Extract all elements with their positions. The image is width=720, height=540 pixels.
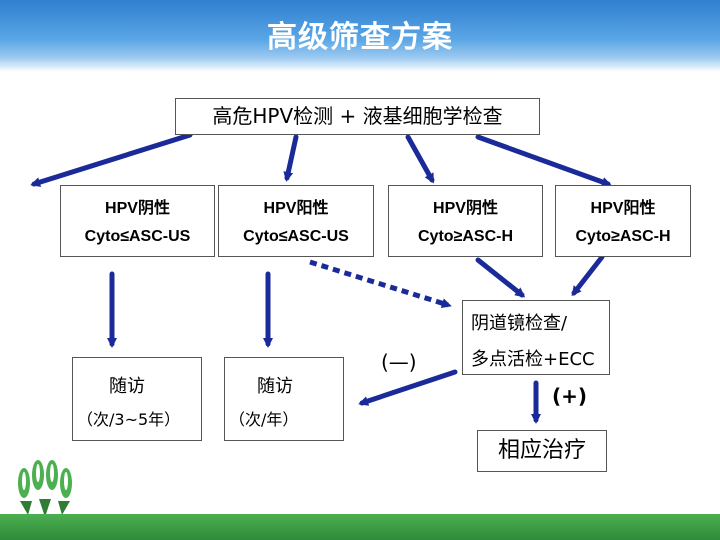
title-band bbox=[0, 0, 720, 72]
test-box: 高危HPV检测 + 液基细胞学检查 bbox=[175, 98, 540, 135]
followup-1-interval: （次/3~5年） bbox=[77, 410, 181, 429]
colposcopy-line-2: 多点活检+ECC bbox=[471, 349, 595, 370]
followup-box-2: 随访 （次/年） bbox=[224, 357, 344, 441]
arrow-top-to-cond-2 bbox=[283, 134, 299, 182]
arrow-top-to-cond-3 bbox=[405, 134, 435, 184]
followup-2-interval: （次/年） bbox=[229, 410, 299, 429]
followup-2-label: 随访 bbox=[257, 376, 293, 397]
followup-1-label: 随访 bbox=[109, 376, 145, 397]
bottom-bar bbox=[0, 514, 720, 540]
followup-box-1: 随访 （次/3~5年） bbox=[72, 357, 202, 441]
arrow-cond-2-to-colposcopy-dashed bbox=[309, 259, 452, 308]
positive-result-label: (+) bbox=[552, 384, 588, 408]
condition-2-hpv: HPV阳性 bbox=[263, 200, 329, 217]
colposcopy-line-1: 阴道镜检查/ bbox=[471, 313, 568, 334]
condition-1-hpv: HPV阴性 bbox=[105, 200, 170, 217]
condition-box-3: HPV阴性 Cyto≥ASC-H bbox=[388, 185, 543, 257]
page-title: 高级筛查方案 bbox=[267, 20, 453, 55]
negative-result-label: (—) bbox=[381, 350, 417, 374]
treatment-box: 相应治疗 bbox=[477, 430, 607, 472]
arrow-top-to-cond-1 bbox=[30, 132, 193, 187]
condition-4-hpv: HPV阳性 bbox=[590, 200, 656, 217]
condition-3-cyto: Cyto≥ASC-H bbox=[418, 228, 513, 245]
treatment-label: 相应治疗 bbox=[497, 438, 586, 463]
condition-1-cyto: Cyto≤ASC-US bbox=[84, 228, 191, 245]
colposcopy-box: 阴道镜检查/ 多点活检+ECC bbox=[462, 300, 610, 375]
arrow-cond-4-to-colposcopy bbox=[571, 254, 605, 297]
condition-4-cyto: Cyto≥ASC-H bbox=[575, 228, 671, 245]
condition-box-4: HPV阳性 Cyto≥ASC-H bbox=[555, 185, 691, 257]
leaf-logo-icon bbox=[18, 460, 72, 517]
condition-box-2: HPV阳性 Cyto≤ASC-US bbox=[218, 185, 374, 257]
condition-3-hpv: HPV阴性 bbox=[433, 200, 498, 217]
arrow-cond-3-to-colposcopy bbox=[475, 257, 526, 298]
arrow-colposcopy-negative bbox=[358, 369, 458, 406]
condition-2-cyto: Cyto≤ASC-US bbox=[243, 228, 349, 245]
condition-box-1: HPV阴性 Cyto≤ASC-US bbox=[60, 185, 215, 257]
arrow-top-to-cond-4 bbox=[475, 134, 612, 187]
